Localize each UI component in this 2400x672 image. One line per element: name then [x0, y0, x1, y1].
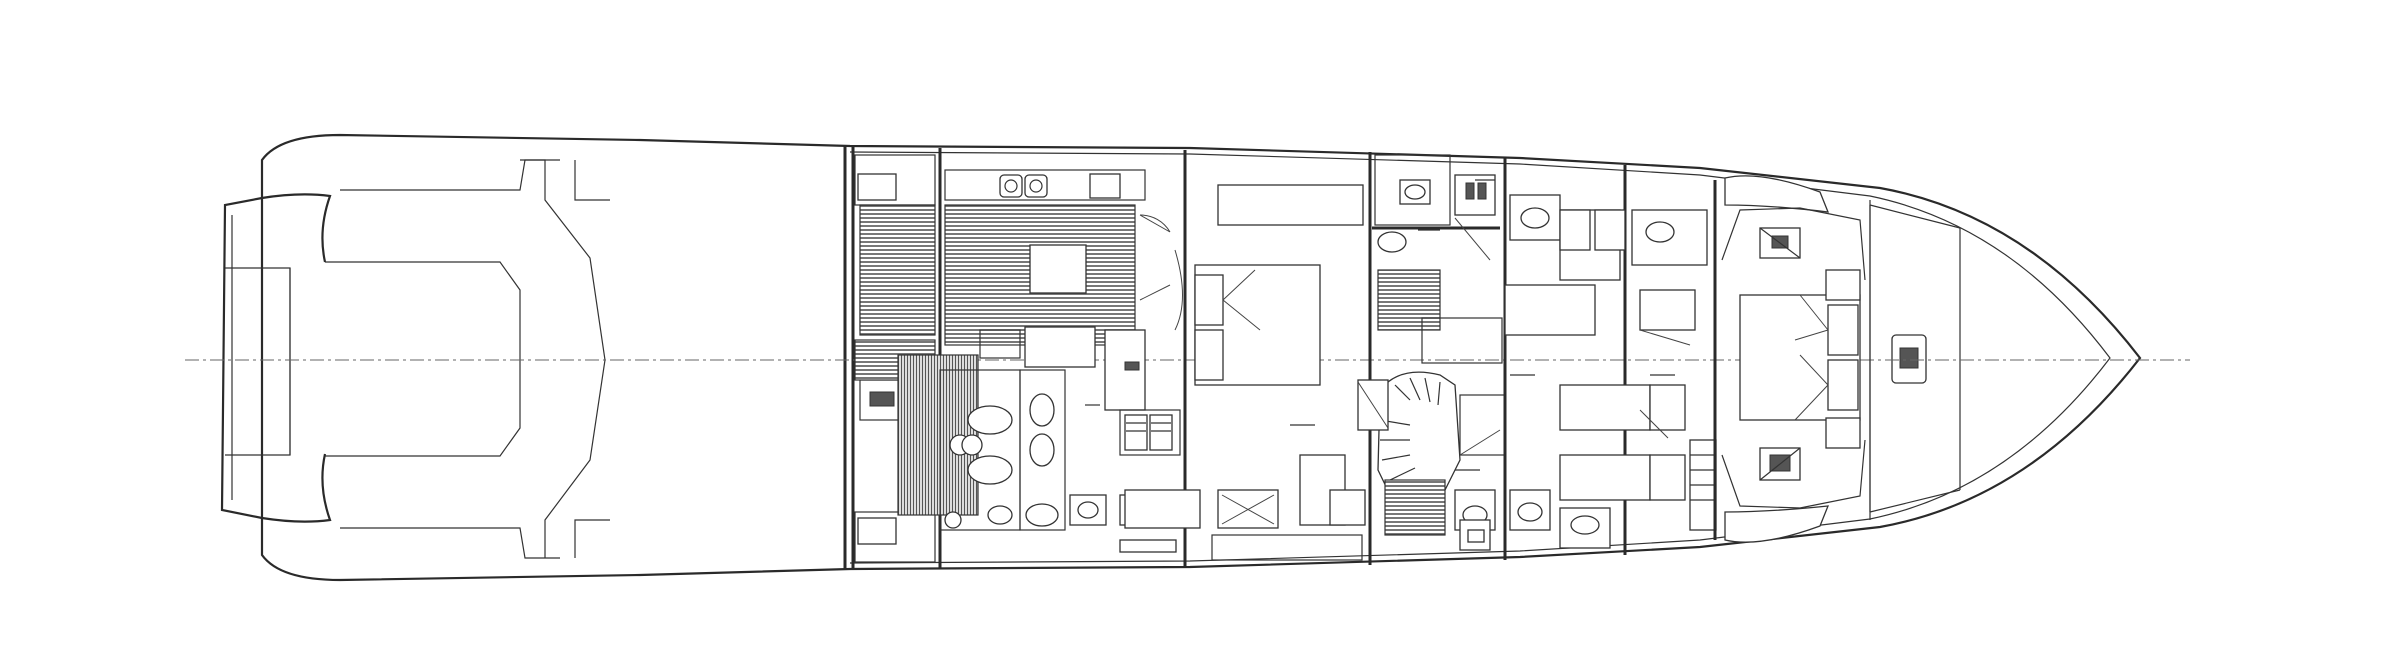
crew-galley-area	[859, 148, 1187, 568]
vip-cabin-forward	[1713, 180, 1871, 540]
crew-heads	[939, 369, 1107, 531]
hull-outline	[220, 133, 2142, 582]
guest-cabins-mid	[1372, 154, 1506, 551]
guest-cabins-forward	[1503, 158, 1717, 560]
master-cabin	[1124, 152, 1372, 565]
stairs	[1357, 371, 1461, 506]
room-label-marks	[1085, 179, 1675, 471]
utility-room	[1119, 409, 1181, 553]
